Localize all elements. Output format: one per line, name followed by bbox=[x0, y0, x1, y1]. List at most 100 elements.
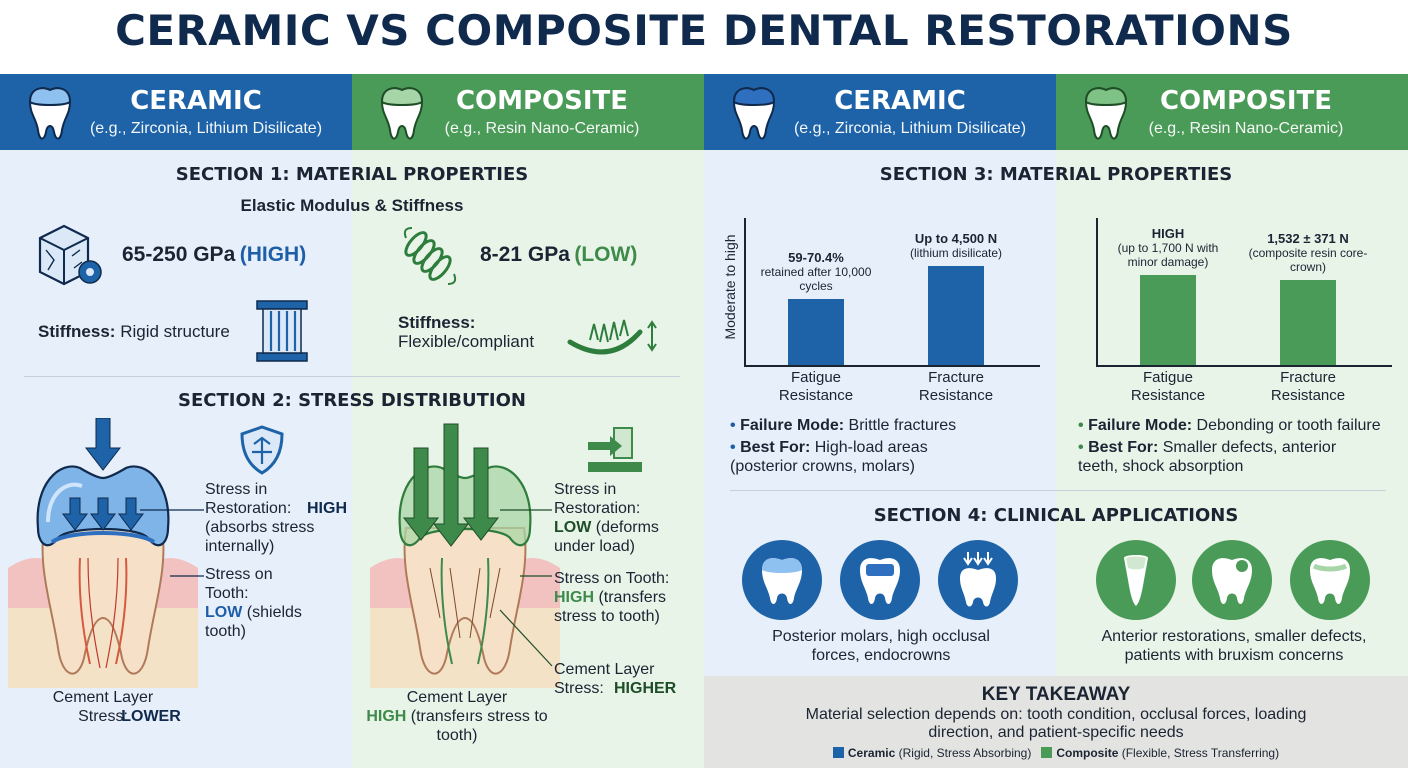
composite-axis-x bbox=[1096, 365, 1392, 367]
chart-bar-label-sub: retained after 10,000 cycles bbox=[760, 265, 872, 293]
composite-stiffness-label: Stiffness: bbox=[398, 313, 476, 332]
occlusal-force-icon bbox=[960, 552, 996, 607]
ceramic-header-right: CERAMIC (e.g., Zirconia, Lithium Disilic… bbox=[704, 74, 1056, 150]
chart-bar-label-sub: (up to 1,700 N with minor damage) bbox=[1117, 241, 1219, 269]
takeaway-panel bbox=[704, 676, 1408, 768]
composite-legend-swatch bbox=[1041, 747, 1053, 758]
tooth-crown-icon bbox=[380, 87, 424, 140]
chart-category-label: Fracture Resistance bbox=[918, 369, 994, 404]
chart-bar bbox=[788, 299, 844, 365]
ceramic-failure-value: Brittle fractures bbox=[848, 417, 957, 434]
chart-category-label: Fatigue Resistance bbox=[778, 369, 854, 404]
ceramic-best-for: • Best For: High-load areas (posterior c… bbox=[730, 439, 928, 475]
ceramic-modulus-value: 65-250 GPa bbox=[122, 243, 236, 266]
chart-bar-label-sub: (composite resin core-crown) bbox=[1248, 246, 1368, 274]
leader-lines bbox=[140, 509, 204, 577]
ceramic-tooth-level: LOW bbox=[205, 604, 243, 621]
chart-bar bbox=[928, 266, 984, 365]
composite-header-left: COMPOSITE (e.g., Resin Nano-Ceramic) bbox=[352, 74, 704, 150]
section2-title: SECTION 2: STRESS DISTRIBUTION bbox=[178, 390, 526, 411]
takeaway-title: KEY TAKEAWAY bbox=[981, 684, 1131, 705]
ceramic-cement-level: LOWER bbox=[121, 708, 181, 725]
molar-icon bbox=[762, 558, 802, 604]
composite-stiffness-value: Flexible/compliant bbox=[398, 332, 535, 351]
composite-restoration-stress: Stress in Restoration: LOW (deforms unde… bbox=[554, 480, 694, 556]
ceramic-modulus: 65-250 GPa (HIGH) bbox=[122, 243, 306, 267]
ceramic-axis-y bbox=[744, 218, 746, 366]
ceramic-clinical-caption: Posterior molars, high occlusal forces, … bbox=[772, 628, 990, 664]
chart-bar bbox=[1280, 280, 1336, 365]
ceramic-failure-mode: • Failure Mode: Brittle fractures bbox=[730, 417, 957, 434]
composite-header-name: COMPOSITE bbox=[455, 86, 629, 116]
ceramic-stiffness-label: Stiffness: bbox=[38, 322, 116, 341]
leader-lines bbox=[499, 509, 553, 667]
composite-axis-y bbox=[1096, 218, 1098, 366]
tooth-crown-icon bbox=[732, 87, 776, 140]
composite-cement-note: (transfeırs stress to tooth) bbox=[410, 708, 548, 744]
composite-cement-right-label: Cement Layer Stress: bbox=[554, 661, 655, 697]
composite-cement-level: HIGH bbox=[366, 708, 407, 725]
ceramic-failure-label: Failure Mode: bbox=[740, 417, 845, 434]
composite-stiffness: Stiffness: Flexible/compliant bbox=[398, 313, 568, 351]
section-divider bbox=[730, 490, 1386, 491]
ceramic-restoration-stress: Stress in Restoration: HIGH (absorbs str… bbox=[205, 480, 355, 556]
composite-tooth-note: (transfers stress to tooth) bbox=[554, 589, 667, 625]
composite-header-name: COMPOSITE bbox=[1159, 86, 1333, 116]
chart-bar-label-main: 1,532 ± 371 N bbox=[1267, 231, 1349, 246]
composite-tooth-stress: Stress on Tooth: HIGH (transfers stress … bbox=[554, 569, 694, 626]
page-title: CERAMIC VS COMPOSITE DENTAL RESTORATIONS bbox=[115, 6, 1293, 55]
spring-coil-icon bbox=[403, 227, 457, 285]
flexible-spring-icon bbox=[567, 319, 657, 355]
chart-bar-label: 59-70.4%retained after 10,000 cycles bbox=[756, 251, 876, 294]
molar-circle-1 bbox=[742, 540, 822, 620]
ceramic-stiffness-value: Rigid structure bbox=[120, 322, 230, 341]
ceramic-tooth-note: (shields tooth) bbox=[205, 604, 302, 640]
composite-header-sub: (e.g., Resin Nano-Ceramic) bbox=[1148, 120, 1344, 137]
takeaway-text: Material selection depends on: tooth con… bbox=[805, 706, 1307, 741]
bruxism-tooth-icon bbox=[1310, 558, 1350, 604]
section-divider bbox=[24, 376, 680, 377]
composite-failure-mode: • Failure Mode: Debonding or tooth failu… bbox=[1078, 417, 1381, 434]
composite-header-right: COMPOSITE (e.g., Resin Nano-Ceramic) bbox=[1056, 74, 1408, 150]
composite-stress-tooth-diagram bbox=[370, 423, 560, 688]
chart-bar-label: HIGH(up to 1,700 N with minor damage) bbox=[1108, 226, 1228, 270]
ceramic-tooth-stress: Stress on Tooth: LOW (shields tooth) bbox=[205, 565, 345, 641]
ceramic-legend-rest: (Rigid, Stress Absorbing) bbox=[898, 746, 1032, 760]
molar-circle-2 bbox=[840, 540, 920, 620]
composite-tooth-label: Stress on Tooth: bbox=[554, 570, 670, 587]
composite-restoration-level: LOW bbox=[554, 519, 592, 536]
tooth-crown-icon bbox=[28, 87, 72, 140]
composite-modulus-value: 8-21 GPa bbox=[480, 243, 570, 266]
chart-category-label: Fatigue Resistance bbox=[1130, 369, 1206, 404]
chart-bar-label: 1,532 ± 371 N(composite resin core-crown… bbox=[1248, 231, 1368, 275]
ceramic-cement-text: Cement Layer Stress: bbox=[52, 689, 154, 725]
composite-modulus: 8-21 GPa (LOW) bbox=[480, 243, 637, 267]
chart-category-label: Fracture Resistance bbox=[1270, 369, 1346, 404]
ceramic-header-name: CERAMIC bbox=[130, 86, 262, 116]
ceramic-header-left: CERAMIC (e.g., Zirconia, Lithium Disilic… bbox=[0, 74, 352, 150]
ceramic-restoration-note: (absorbs stress internally) bbox=[205, 519, 315, 555]
composite-best-label: Best For: bbox=[1088, 439, 1159, 456]
takeaway-legend: Ceramic (Rigid, Stress Absorbing) Compos… bbox=[704, 746, 1408, 760]
composite-legend-rest: (Flexible, Stress Transferring) bbox=[1121, 746, 1280, 760]
molar-defect-icon bbox=[1212, 558, 1252, 604]
ceramic-cement-label: Cement Layer Stress: LOWER bbox=[0, 688, 206, 726]
composite-restoration-note: (deforms under load) bbox=[554, 519, 659, 555]
section1-title: SECTION 1: MATERIAL PROPERTIES bbox=[175, 164, 529, 185]
ceramic-axis-x bbox=[744, 365, 1040, 367]
incisor-circle-3 bbox=[1290, 540, 1370, 620]
ceramic-tooth-label: Stress on Tooth: bbox=[205, 566, 273, 602]
composite-tooth-level: HIGH bbox=[554, 589, 594, 606]
chart-bar-label-main: HIGH bbox=[1151, 226, 1185, 241]
endocrown-icon bbox=[860, 558, 900, 604]
transfer-arrow-icon bbox=[588, 427, 642, 472]
tooth-crown-icon bbox=[1084, 87, 1128, 140]
composite-cement-right-level: HIGHER bbox=[614, 680, 677, 697]
ceramic-restoration-level: HIGH bbox=[307, 500, 347, 517]
ceramic-legend-bold: Ceramic bbox=[847, 746, 896, 760]
composite-clinical-caption: Anterior restorations, smaller defects, … bbox=[1101, 628, 1367, 664]
ceramic-modulus-qual: (HIGH) bbox=[239, 243, 307, 266]
shield-icon bbox=[240, 425, 284, 475]
composite-cement-label: Cement Layer HIGH (transfeırs stress to … bbox=[352, 688, 562, 745]
chart-bar-label: Up to 4,500 N(lithium disilicate) bbox=[896, 232, 1016, 261]
